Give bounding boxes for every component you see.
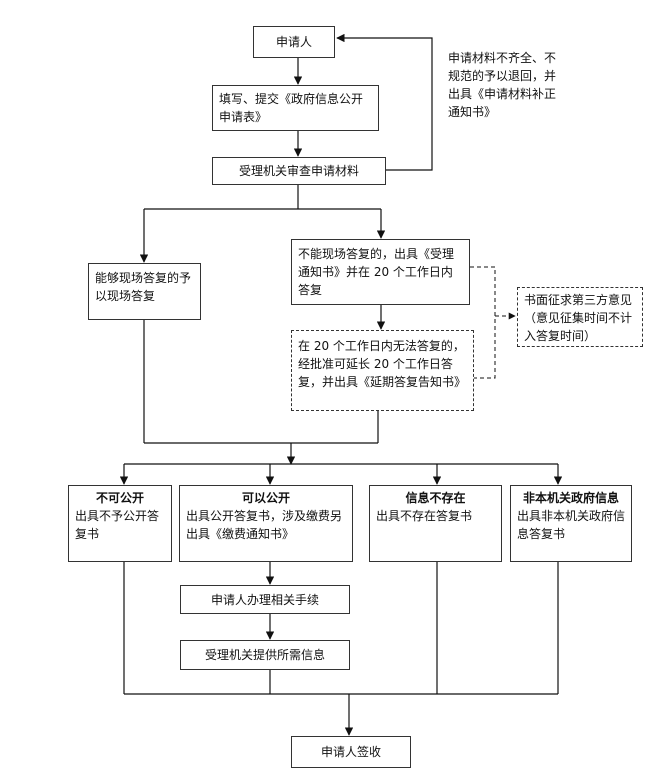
node-extension: 在 20 个工作日内无法答复的，经批准可延长 20 个工作日答复，并出具《延期答… — [291, 330, 474, 411]
node-handle-label: 申请人办理相关手续 — [210, 592, 319, 607]
node-not-exist-title: 信息不存在 — [405, 491, 466, 505]
node-fill-submit-label: 填写、提交《政府信息公开申请表》 — [219, 92, 364, 124]
node-applicant: 申请人 — [253, 26, 335, 58]
node-provide-label: 受理机关提供所需信息 — [204, 648, 325, 662]
node-not-gov-info: 非本机关政府信息 出具非本机关政府信息答复书 — [510, 485, 632, 562]
node-public-title: 可以公开 — [241, 491, 290, 505]
node-on-site-label: 能够现场答复的予以现场答复 — [95, 271, 192, 303]
node-fill-submit: 填写、提交《政府信息公开申请表》 — [212, 85, 379, 131]
node-review-label: 受理机关审查申请材料 — [238, 164, 359, 178]
node-not-exist: 信息不存在 出具不存在答复书 — [369, 485, 502, 562]
node-handle-procedures: 申请人办理相关手续 — [180, 585, 350, 614]
node-sign-receipt: 申请人签收 — [291, 736, 411, 768]
node-public: 可以公开 出具公开答复书，涉及缴费另出具《缴费通知书》 — [179, 485, 353, 562]
node-not-exist-text: 出具不存在答复书 — [376, 509, 473, 523]
node-not-gov-title: 非本机关政府信息 — [522, 491, 619, 505]
node-review: 受理机关审查申请材料 — [212, 157, 386, 185]
node-not-public-text: 出具不予公开答复书 — [75, 509, 160, 541]
node-extension-label: 在 20 个工作日内无法答复的，经批准可延长 20 个工作日答复，并出具《延期答… — [298, 339, 467, 389]
note-incomplete-label: 申请材料不齐全、不规范的予以退回，并出具《申请材料补正通知书》 — [448, 51, 557, 119]
node-not-on-site: 不能现场答复的，出具《受理通知书》并在 20 个工作日内答复 — [291, 239, 470, 305]
arrow-return-loop — [336, 33, 433, 171]
node-sign-label: 申请人签收 — [320, 745, 381, 759]
node-not-gov-text: 出具非本机关政府信息答复书 — [517, 509, 626, 541]
node-not-on-site-label: 不能现场答复的，出具《受理通知书》并在 20 个工作日内答复 — [298, 247, 455, 297]
node-provide-info: 受理机关提供所需信息 — [180, 640, 350, 670]
node-third-party-opinion: 书面征求第三方意见（意见征集时间不计入答复时间） — [517, 287, 643, 347]
node-public-text: 出具公开答复书，涉及缴费另出具《缴费通知书》 — [186, 509, 343, 541]
node-applicant-label: 申请人 — [275, 35, 312, 49]
note-incomplete-materials: 申请材料不齐全、不规范的予以退回，并出具《申请材料补正通知书》 — [448, 49, 560, 121]
node-on-site-reply: 能够现场答复的予以现场答复 — [88, 263, 201, 320]
node-third-party-label: 书面征求第三方意见（意见征集时间不计入答复时间） — [524, 293, 633, 343]
node-not-public-title: 不可公开 — [95, 491, 144, 505]
node-not-public: 不可公开 出具不予公开答复书 — [68, 485, 172, 562]
